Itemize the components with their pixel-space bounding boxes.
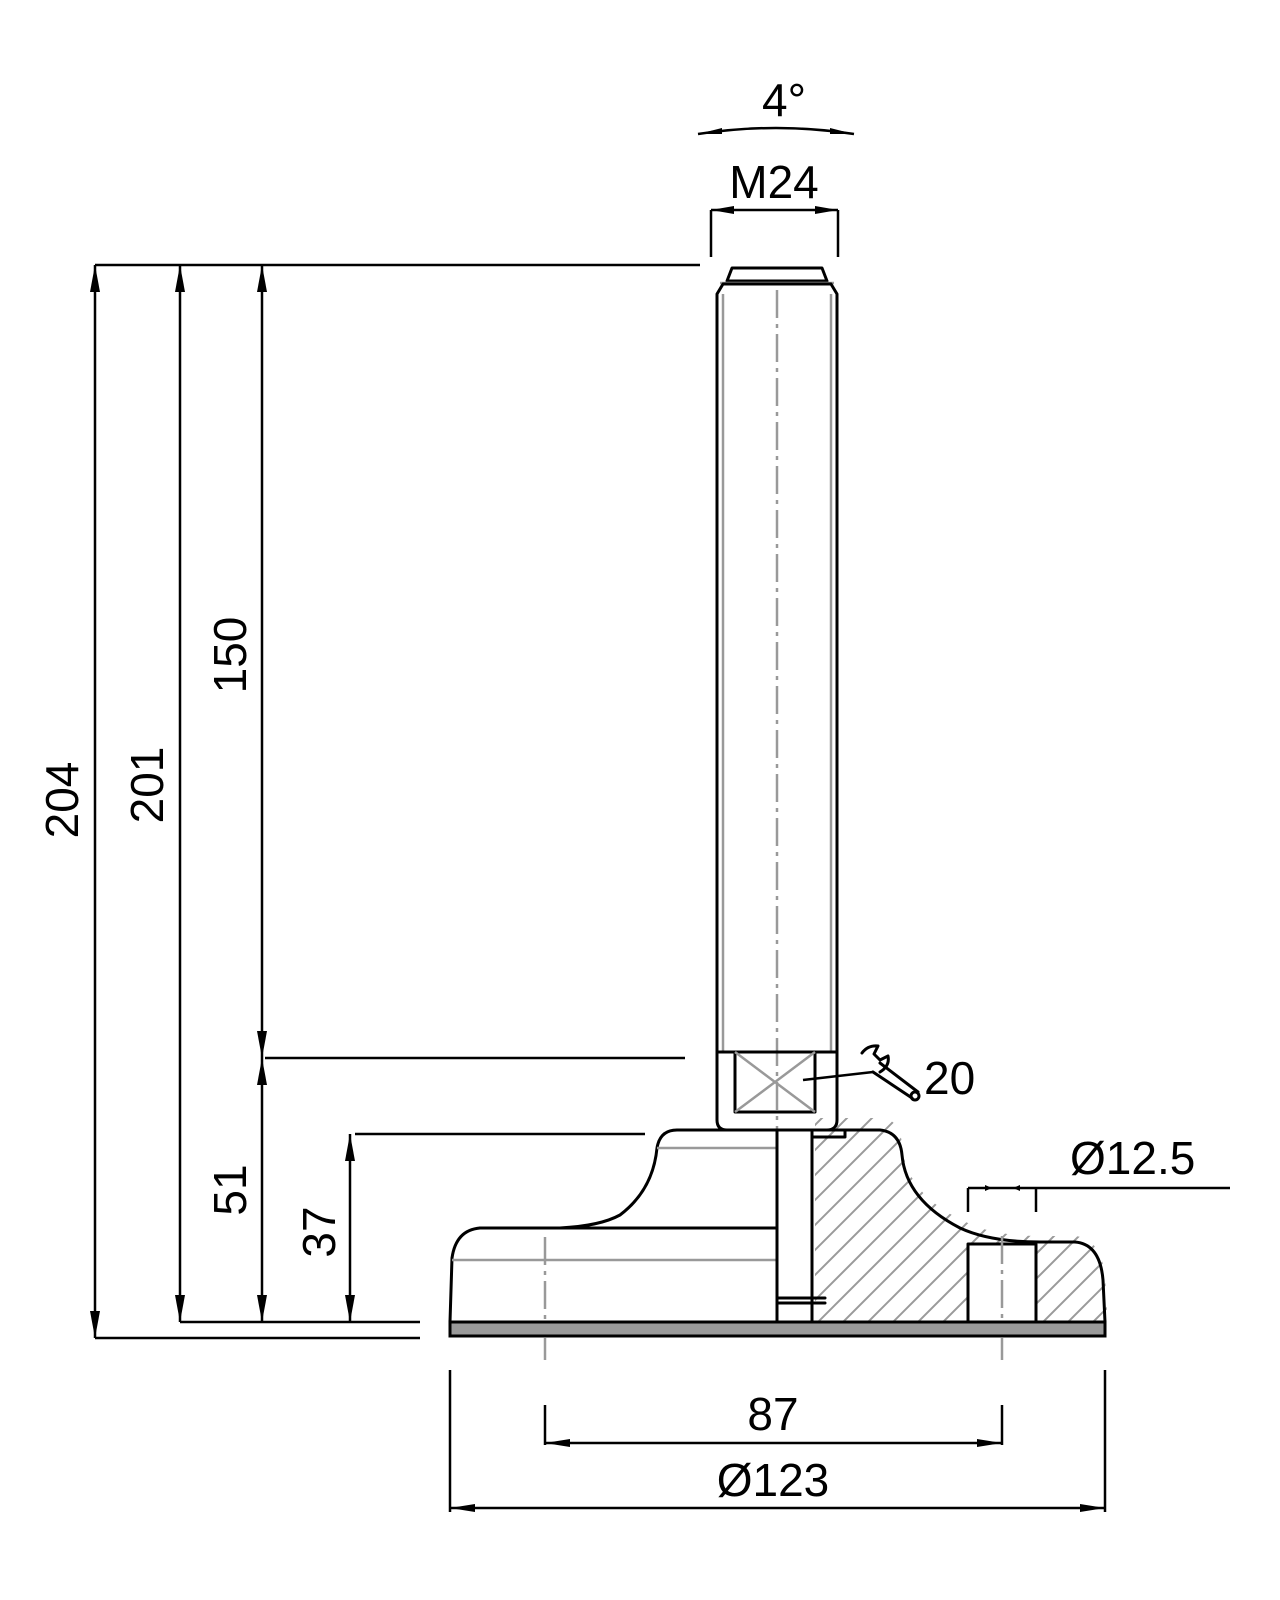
dimension-base-height: 37 [293,1134,355,1322]
dimension-height-to-wrench-flat: 51 [204,1058,267,1322]
threaded-stud [715,266,839,1135]
dim-label-201: 201 [121,747,173,824]
dim-label-thread: M24 [729,156,818,208]
dim-label-37: 37 [293,1206,345,1257]
dimension-thread: M24 [709,156,840,257]
dimension-base-diameter: Ø123 [448,1370,1107,1512]
dim-label-51: 51 [204,1164,256,1215]
dim-label-base-diameter: Ø123 [717,1454,830,1506]
wrench-icon [860,1044,921,1102]
base-left-view [448,1128,779,1324]
wrench-callout: 20 [802,1044,975,1104]
dim-label-wrench: 20 [924,1052,975,1104]
dim-label-hole-spacing: 87 [747,1388,798,1440]
dimension-overall-height: 204 [36,265,100,1338]
dim-label-204: 204 [36,762,88,839]
dimension-angle: 4° [697,74,855,136]
dimension-height-to-thread-top: 201 [121,265,185,1322]
dimension-hole-diameter: Ø12.5 [966,1132,1230,1212]
dim-label-150: 150 [204,617,256,694]
rubber-pad [448,1320,1107,1338]
dimension-thread-length: 150 [204,265,267,1058]
extension-lines-top [95,263,700,1340]
dim-label-hole-diameter: Ø12.5 [1070,1132,1195,1184]
dimension-hole-spacing: 87 [543,1338,1004,1447]
dim-label-angle: 4° [762,74,806,126]
